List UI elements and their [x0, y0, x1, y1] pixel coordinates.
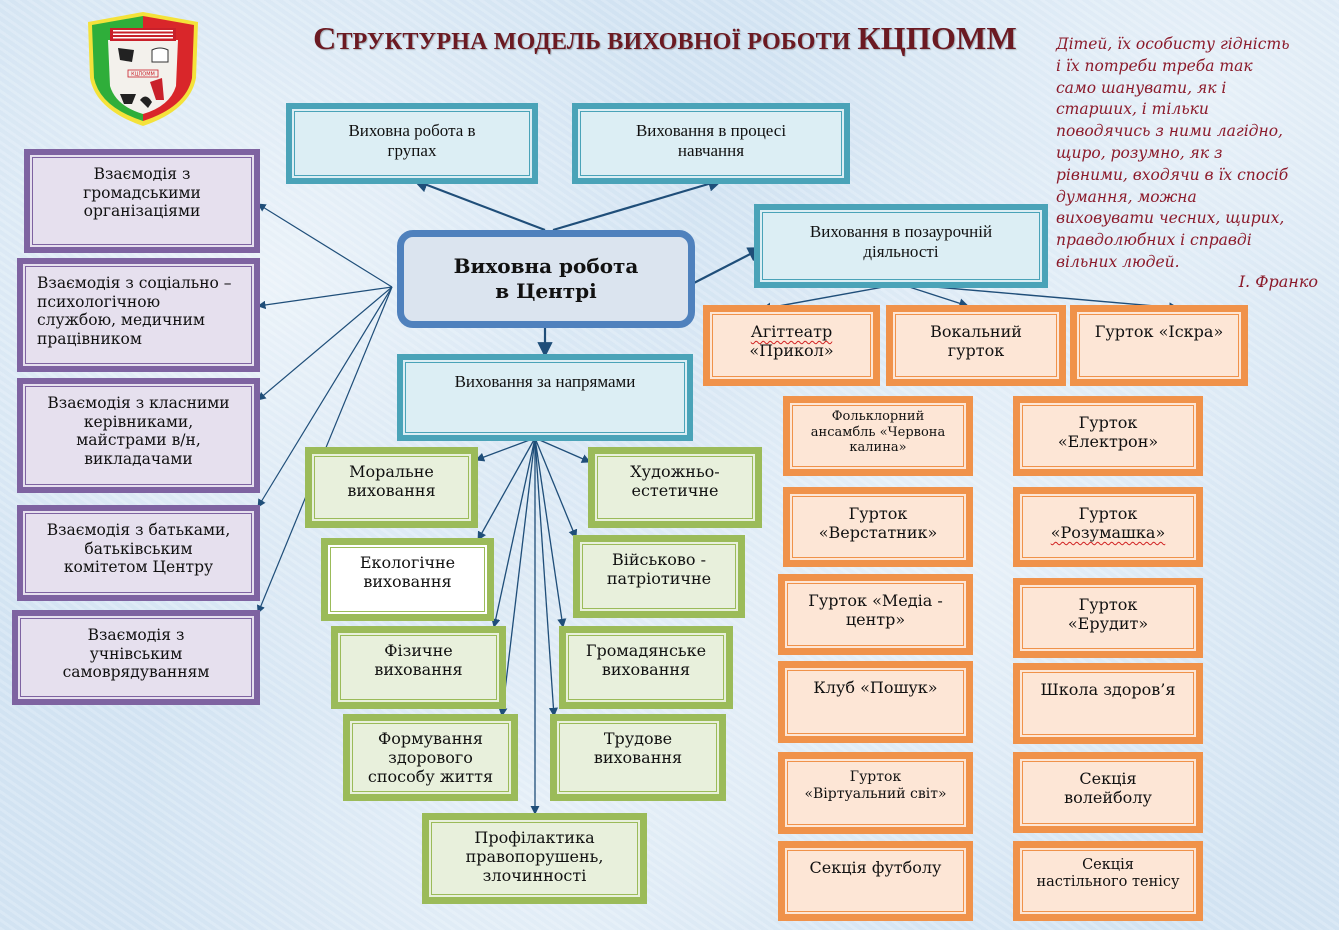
direction-label: Формування здорового способу життя	[367, 729, 494, 787]
club-label: Гурток «Віртуальний світ»	[804, 769, 947, 802]
club-label: Гурток «Електрон»	[1057, 413, 1159, 452]
direction-label: Трудове виховання	[593, 729, 683, 768]
box-directions: Виховання за напрямами	[397, 354, 693, 441]
direction-box: Військово - патріотичне	[573, 535, 745, 618]
arrow-to-dir-8	[534, 437, 558, 717]
direction-box: Моральне виховання	[305, 447, 478, 528]
club-box: Секція футболу	[778, 841, 973, 921]
interaction-label: Взаємодія з громадськими організаціями	[83, 165, 201, 221]
club-label: Клуб «Пошук»	[813, 678, 938, 697]
box-extracurricular: Виховання в позаурочній діяльності	[754, 204, 1048, 288]
center-node-label: Виховна робота в Центрі	[453, 254, 639, 303]
direction-box: Громадянське виховання	[559, 626, 733, 709]
box-directions-label: Виховання за напрямами	[454, 372, 636, 391]
arrow-to-dir-5	[491, 437, 536, 628]
quote-text: Дітей, їх особисту гідність і їх потреби…	[1056, 35, 1290, 271]
title-abbr: КЦПОММ	[857, 20, 1017, 56]
direction-label: Військово - патріотичне	[606, 550, 712, 589]
interaction-box: Взаємодія з соціально – психологічною сл…	[17, 258, 260, 372]
club-label: Секція футболу	[809, 858, 942, 877]
arrow-to-dir-3	[477, 437, 536, 541]
arrow-to-dir-4	[534, 437, 578, 539]
box-learning: Виховання в процесі навчання	[572, 103, 850, 184]
club-label: Вокальний гурток	[930, 322, 1022, 361]
club-box: Фольклорний ансамбль «Червона калина»	[783, 396, 973, 476]
club-box-vocal: Вокальний гурток	[886, 305, 1066, 386]
interaction-label: Взаємодія з соціально – психологічною сл…	[37, 274, 232, 348]
box-extracurricular-label: Виховання в позаурочній діяльності	[809, 222, 993, 262]
title-text: ТРУКТУРНА МОДЕЛЬ ВИХОВНОЇ РОБОТИ	[336, 29, 851, 55]
direction-label: Профілактика правопорушень, злочинності	[465, 828, 604, 886]
club-label: Секція настільного тенісу	[1036, 857, 1180, 891]
direction-label: Громадянське виховання	[585, 641, 707, 680]
title-initial: С	[313, 20, 337, 56]
club-box: Секція волейболу	[1013, 752, 1203, 833]
direction-box: Художньо- естетичне	[588, 447, 762, 528]
club-box: Гурток «Медіа - центр»	[778, 574, 973, 655]
box-groups: Виховна робота в групах	[286, 103, 538, 184]
arrow-to-interaction-3	[257, 286, 393, 401]
logo-label: КЦПОММ	[131, 72, 155, 78]
club-label-line2: «Розумашка»	[1050, 523, 1166, 543]
quote-author: І. Франко	[1238, 272, 1318, 291]
box-groups-label: Виховна робота в групах	[348, 121, 476, 161]
club-label: Гурток «Медіа - центр»	[808, 591, 943, 630]
club-box: Гурток«Розумашка»	[1013, 487, 1203, 567]
interaction-box: Взаємодія з батьками, батьківським коміт…	[17, 505, 260, 601]
club-box: Гурток «Верстатник»	[783, 487, 973, 567]
arrow-to-learning	[552, 176, 724, 232]
arrow-to-groups	[412, 177, 546, 232]
club-label-line2: «Прикол»	[749, 341, 834, 361]
center-node: Виховна робота в Центрі	[397, 230, 695, 328]
interaction-label: Взаємодія з учнівським самоврядуванням	[62, 626, 210, 682]
direction-label: Художньо- естетичне	[630, 462, 720, 501]
direction-box: Трудове виховання	[550, 714, 726, 801]
club-label: Гурток «Верстатник»	[818, 504, 938, 543]
club-label: Гурток«Розумашка»	[1051, 504, 1166, 542]
arrow-to-interaction-1	[257, 203, 393, 288]
direction-box: Екологічне виховання	[321, 538, 494, 621]
page-title: СТРУКТУРНА МОДЕЛЬ ВИХОВНОЇ РОБОТИ КЦПОММ	[300, 20, 1030, 57]
club-label: Гурток «Іскра»	[1094, 322, 1224, 341]
club-label-line1: Агіттеатр	[750, 322, 833, 341]
club-box-iskra: Гурток «Іскра»	[1070, 305, 1248, 386]
club-label: Фольклорний ансамбль «Червона калина»	[810, 409, 946, 456]
direction-label: Моральне виховання	[347, 462, 436, 501]
club-label: Агіттеатр«Прикол»	[749, 322, 833, 360]
club-box: Гурток «Ерудит»	[1013, 578, 1203, 658]
club-box: Гурток «Електрон»	[1013, 396, 1203, 476]
arrow-to-dir-6	[534, 437, 567, 628]
interaction-label: Взаємодія з класними керівниками, майстр…	[47, 394, 230, 468]
club-label: Секція волейболу	[1064, 769, 1152, 808]
arrow-to-dir-2	[534, 437, 591, 463]
arrow-to-dir-1	[475, 437, 536, 462]
interaction-box: Взаємодія з громадськими організаціями	[24, 149, 260, 253]
direction-box: Формування здорового способу життя	[343, 714, 518, 801]
club-box-agit: Агіттеатр«Прикол»	[703, 305, 880, 386]
club-box: Секція настільного тенісу	[1013, 841, 1203, 921]
club-box: Клуб «Пошук»	[778, 661, 973, 743]
logo-emblem: КЦПОММ	[88, 12, 198, 126]
arrow-to-dir-7	[498, 437, 536, 717]
club-label: Школа здоров’я	[1040, 680, 1176, 699]
club-label-line1: Гурток	[1078, 504, 1138, 523]
interaction-label: Взаємодія з батьками, батьківським коміт…	[46, 521, 231, 577]
arrow-to-extracurricular	[689, 247, 764, 286]
interaction-box: Взаємодія з класними керівниками, майстр…	[17, 378, 260, 493]
interaction-box: Взаємодія з учнівським самоврядуванням	[12, 610, 260, 705]
direction-box: Фізичне виховання	[331, 626, 506, 709]
direction-box: Профілактика правопорушень, злочинності	[422, 813, 647, 904]
direction-label: Екологічне виховання	[359, 553, 456, 592]
club-box: Школа здоров’я	[1013, 663, 1203, 744]
arrow-to-interaction-2	[257, 286, 393, 310]
box-learning-label: Виховання в процесі навчання	[635, 121, 787, 161]
club-label: Гурток «Ерудит»	[1067, 595, 1149, 634]
direction-label: Фізичне виховання	[374, 641, 463, 680]
club-box: Гурток «Віртуальний світ»	[778, 752, 973, 834]
